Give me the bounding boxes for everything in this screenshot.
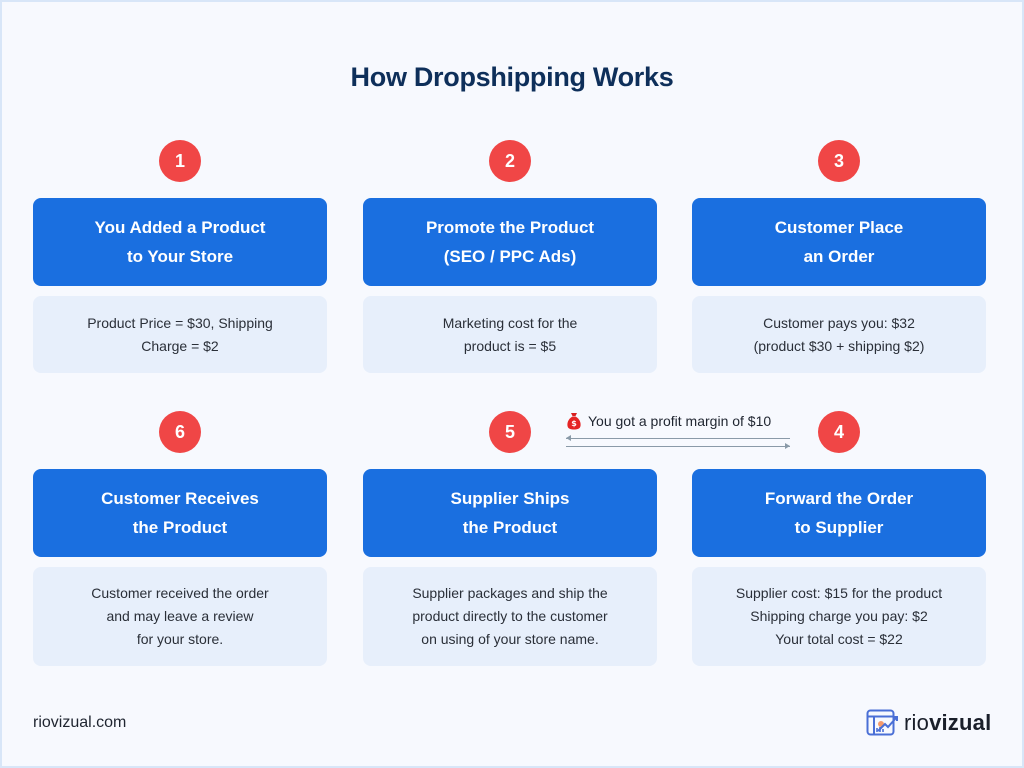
step-1-heading: You Added a Product to Your Store xyxy=(33,198,327,286)
step-2-detail-line-1: Marketing cost for the xyxy=(442,314,578,331)
step-3-detail-line-2: (product $30 + shipping $2) xyxy=(753,337,925,354)
svg-text:$: $ xyxy=(571,419,577,428)
step-6-detail-line-2: and may leave a review xyxy=(106,608,254,624)
brand-name: riovizual xyxy=(904,710,991,736)
step-3-badge: 3 xyxy=(818,140,860,182)
step-4-heading-line-1: Forward the Order xyxy=(764,489,914,508)
step-1-detail-line-2: Charge = $2 xyxy=(141,337,219,354)
step-1-badge: 1 xyxy=(159,140,201,182)
step-4-detail-line-3: Your total cost = $22 xyxy=(775,631,903,647)
step-4-detail-line-1: Supplier cost: $15 for the product xyxy=(735,585,943,601)
step-2-detail-line-2: product is = $5 xyxy=(463,337,557,354)
footer-url[interactable]: riovizual.com xyxy=(33,714,127,731)
step-2-heading: Promote the Product (SEO / PPC Ads) xyxy=(363,198,657,286)
step-3-heading: Customer Place an Order xyxy=(692,198,986,286)
brand-logo: riovizual xyxy=(866,709,991,737)
profit-margin-text: You got a profit margin of $10 xyxy=(588,413,772,429)
step-2-badge: 2 xyxy=(489,140,531,182)
step-1-heading-line-1: You Added a Product xyxy=(94,218,266,237)
arrow-left-line xyxy=(566,435,790,441)
step-5-detail-line-3: on using of your store name. xyxy=(421,631,599,647)
step-2-heading-line-1: Promote the Product xyxy=(425,218,595,237)
step-5-badge: 5 xyxy=(489,411,531,453)
profit-margin-note: $ You got a profit margin of $10 xyxy=(566,412,790,449)
step-4-heading: Forward the Order to Supplier xyxy=(692,469,986,557)
step-6-details: Customer received the order and may leav… xyxy=(33,567,327,666)
money-bag-icon: $ xyxy=(567,413,581,430)
step-5-heading: Supplier Ships the Product xyxy=(363,469,657,557)
chart-logo-icon xyxy=(866,709,898,736)
step-3-detail-line-1: Customer pays you: $32 xyxy=(763,314,915,331)
step-5-details: Supplier packages and ship the product d… xyxy=(363,567,657,666)
step-6-detail-line-1: Customer received the order xyxy=(91,585,269,601)
step-1-heading-line-2: to Your Store xyxy=(126,247,234,266)
step-4-heading-line-2: to Supplier xyxy=(794,518,884,537)
step-1-detail-line-1: Product Price = $30, Shipping xyxy=(87,314,273,331)
brand-name-light: rio xyxy=(904,710,930,735)
step-4-details: Supplier cost: $15 for the product Shipp… xyxy=(692,567,986,666)
step-6-detail-line-3: for your store. xyxy=(136,631,224,647)
step-5-detail-line-1: Supplier packages and ship the xyxy=(412,585,608,601)
step-6-heading-line-1: Customer Receives xyxy=(101,489,259,508)
step-1-details: Product Price = $30, Shipping Charge = $… xyxy=(33,296,327,373)
step-6-heading: Customer Receives the Product xyxy=(33,469,327,557)
step-3-heading-line-1: Customer Place xyxy=(774,218,904,237)
page-title: How Dropshipping Works xyxy=(350,62,674,92)
step-4-detail-line-2: Shipping charge you pay: $2 xyxy=(750,608,928,624)
step-2-details: Marketing cost for the product is = $5 xyxy=(363,296,657,373)
step-3-heading-line-2: an Order xyxy=(803,247,875,266)
step-5-heading-line-2: the Product xyxy=(462,518,558,537)
step-2-heading-line-2: (SEO / PPC Ads) xyxy=(443,247,577,266)
brand-name-bold: vizual xyxy=(929,710,992,735)
step-4-badge: 4 xyxy=(818,411,860,453)
step-6-badge: 6 xyxy=(159,411,201,453)
step-6-heading-line-2: the Product xyxy=(132,518,228,537)
step-5-heading-line-1: Supplier Ships xyxy=(450,489,570,508)
arrow-right-line xyxy=(566,443,790,449)
step-3-details: Customer pays you: $32 (product $30 + sh… xyxy=(692,296,986,373)
step-5-detail-line-2: product directly to the customer xyxy=(412,608,608,624)
